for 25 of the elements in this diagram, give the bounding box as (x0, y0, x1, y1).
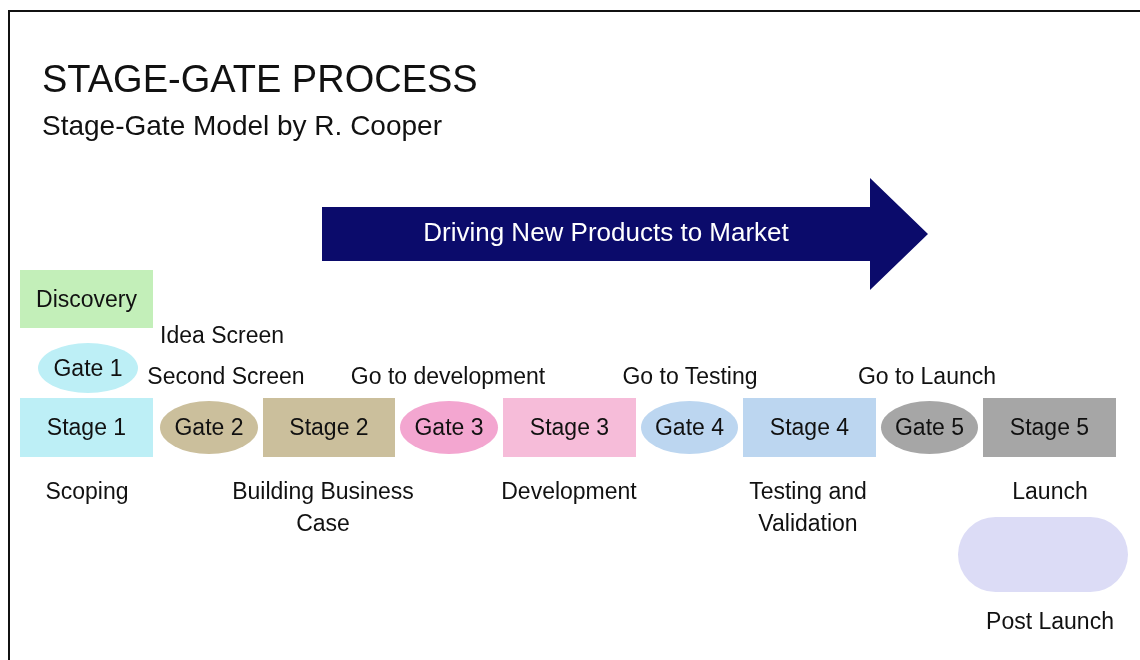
node-caption: Second Screen (146, 362, 306, 391)
node-caption: Post Launch (985, 607, 1115, 636)
gate-ellipse: Gate 3 (400, 401, 498, 454)
title: STAGE-GATE PROCESS (42, 58, 478, 101)
stage-box: Stage 3 (503, 398, 636, 457)
node-caption: Go to Launch (856, 362, 998, 391)
node-caption: Building Business Case (231, 477, 415, 538)
node-caption: Go to Testing (621, 362, 759, 391)
banner-text: Driving New Products to Market (422, 217, 790, 248)
gate-ellipse: Gate 4 (641, 401, 738, 454)
phase-box: Discovery (20, 270, 153, 328)
gate-ellipse: Gate 1 (38, 343, 138, 393)
stage-box: Stage 4 (743, 398, 876, 457)
gate-ellipse: Gate 5 (881, 401, 978, 454)
stage-box: Stage 1 (20, 398, 153, 457)
node-caption: Testing and Validation (748, 477, 868, 538)
gate-ellipse: Gate 2 (160, 401, 258, 454)
stage-box: Stage 5 (983, 398, 1116, 457)
stage-note: Idea Screen (160, 322, 285, 349)
node-caption: Go to development (349, 362, 547, 391)
node-caption: Scoping (44, 477, 130, 506)
stage-box: Stage 2 (263, 398, 395, 457)
node-caption: Development (500, 477, 638, 506)
subtitle: Stage-Gate Model by R. Cooper (42, 110, 442, 142)
node-caption: Launch (1011, 477, 1089, 506)
